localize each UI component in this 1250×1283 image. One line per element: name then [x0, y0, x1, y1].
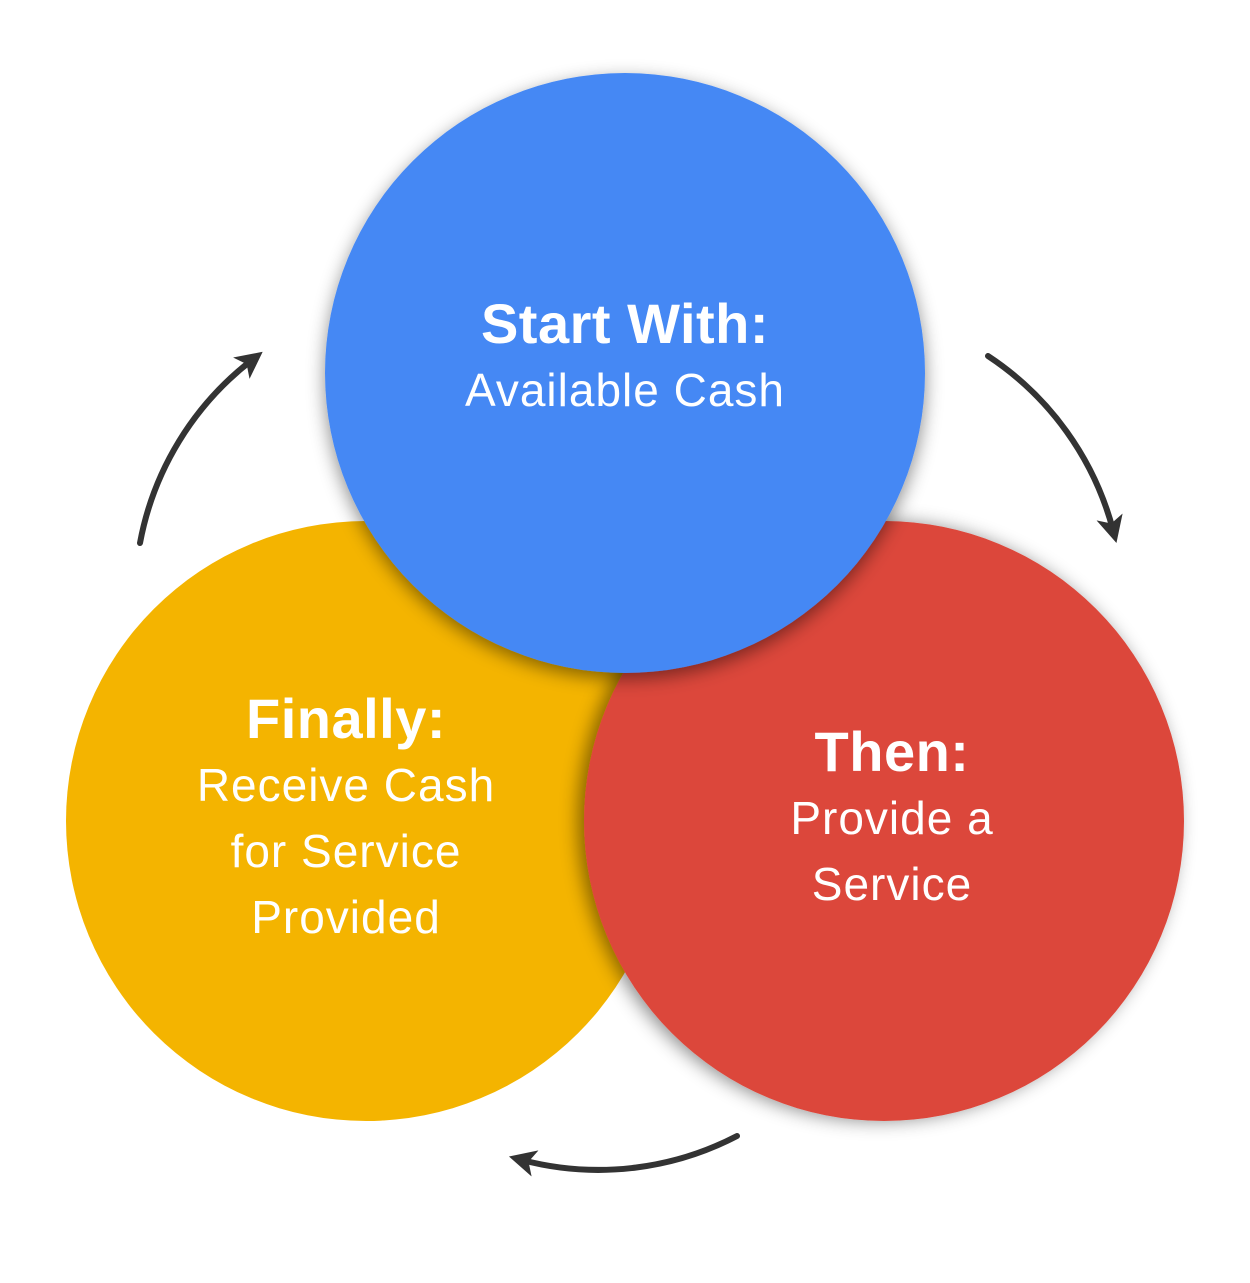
finally-line-1: Receive Cash — [196, 759, 496, 811]
then-circle — [584, 521, 1184, 1121]
finally-label: Finally: Receive Cash for Service Provid… — [136, 686, 556, 950]
finally-line-3: Provided — [251, 891, 441, 943]
finally-heading: Finally: — [245, 687, 447, 750]
then-heading: Then: — [814, 720, 970, 783]
finally-to-start-arrow-icon — [137, 351, 263, 546]
finally-circle — [66, 521, 666, 1121]
start-label: Start With: Available Cash — [415, 291, 835, 423]
start-line-1: Available Cash — [464, 364, 785, 416]
then-line-2: Service — [811, 858, 973, 910]
then-label: Then: Provide a Service — [682, 719, 1102, 917]
then-to-finally-arrow-icon — [508, 1133, 740, 1177]
start-heading: Start With: — [480, 292, 770, 355]
finally-line-2: for Service — [230, 825, 462, 877]
start-to-then-arrow-icon — [985, 353, 1123, 544]
start-circle — [325, 73, 925, 673]
then-line-1: Provide a — [790, 792, 994, 844]
